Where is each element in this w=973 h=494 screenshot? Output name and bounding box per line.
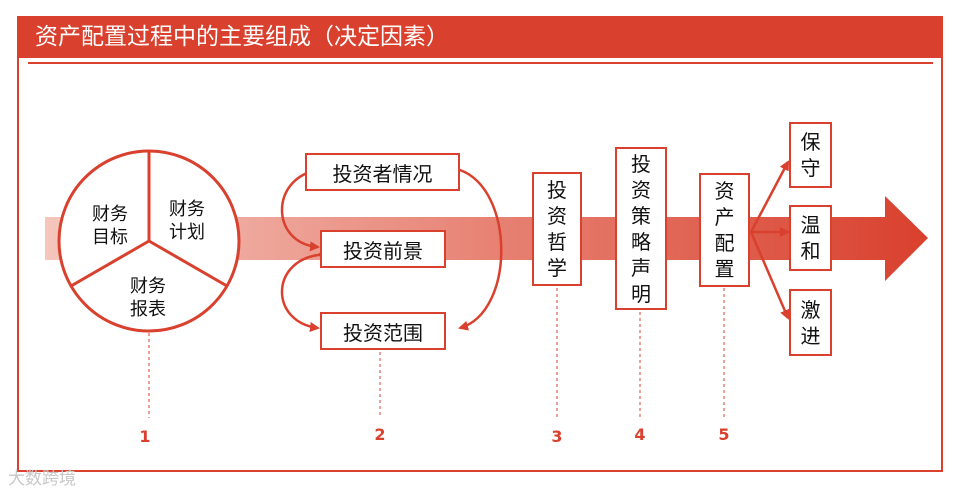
- pie-label-financial-statements: 财务报表: [130, 276, 166, 320]
- title-divider: [28, 62, 933, 64]
- step-number-3: 3: [551, 427, 563, 446]
- box-outcome-conservative: 保守: [789, 122, 832, 188]
- pie-label-financial-plan: 财务计划: [169, 199, 205, 243]
- pie-label-financial-goals: 财务目标: [92, 204, 128, 248]
- box-outcome-aggressive: 激进: [789, 289, 832, 356]
- step-number-1: 1: [139, 427, 151, 446]
- step-number-5: 5: [718, 425, 730, 444]
- page-title: 资产配置过程中的主要组成（决定因素）: [17, 16, 943, 58]
- box-investment-philosophy: 投资哲学: [532, 172, 582, 286]
- allocation-branches: [749, 160, 790, 320]
- box-investor-situation: 投资者情况: [305, 153, 460, 191]
- box-asset-allocation: 资产配置: [699, 173, 750, 287]
- box-investment-scope: 投资范围: [320, 312, 446, 350]
- step-leader-lines: [148, 288, 725, 418]
- watermark: 大数跨境: [8, 469, 76, 489]
- investor-connectors: [280, 162, 503, 332]
- box-outcome-moderate: 温和: [789, 205, 832, 271]
- step-number-2: 2: [374, 425, 386, 444]
- pie-chart: [57, 149, 241, 333]
- step-number-4: 4: [634, 425, 646, 444]
- box-investment-strategy-statement: 投资策略声明: [615, 147, 667, 310]
- box-investment-outlook: 投资前景: [320, 230, 446, 268]
